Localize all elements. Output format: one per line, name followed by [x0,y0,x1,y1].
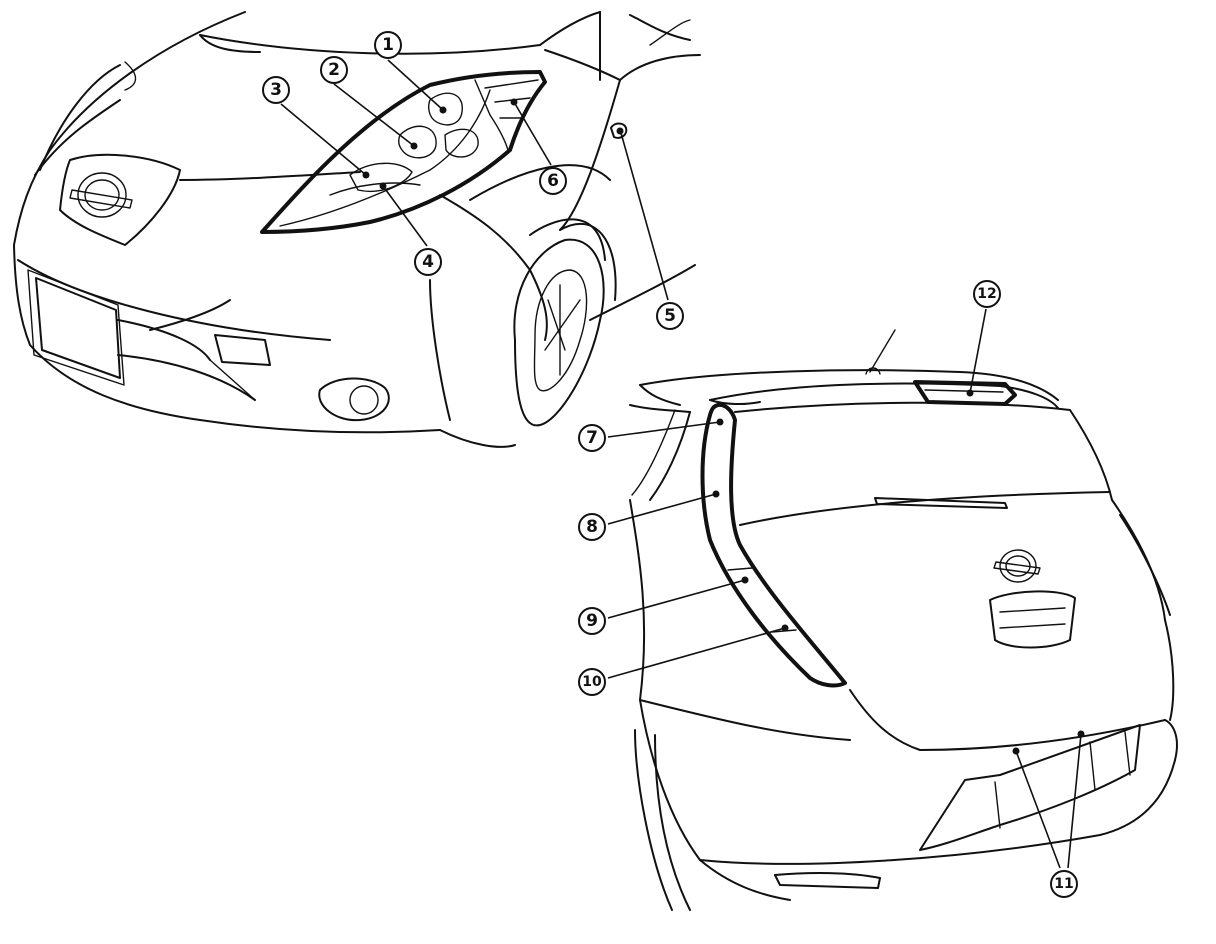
rear-view [629,329,1178,911]
callout-11-label: 11 [1054,876,1073,892]
callout-5-label: 5 [664,306,676,326]
callout-10: 10 [578,668,606,696]
callout-2-label: 2 [328,60,340,80]
callout-7: 7 [578,424,606,452]
callout-6-label: 6 [547,171,559,191]
front-view [13,11,701,448]
front-nissan-emblem-icon [69,172,133,218]
callout-4-label: 4 [422,252,434,272]
callout-7-label: 7 [586,428,598,448]
callout-10-label: 10 [582,674,602,690]
callout-8-label: 8 [586,517,598,537]
callout-6: 6 [539,167,567,195]
callout-9: 9 [578,607,606,635]
callout-2: 2 [320,56,348,84]
callout-12-label: 12 [977,286,996,302]
callout-12: 12 [973,280,1001,308]
callout-8: 8 [578,513,606,541]
callout-3-label: 3 [270,80,282,100]
rear-nissan-emblem-icon [993,549,1041,583]
callout-11: 11 [1050,870,1078,898]
callout-1-label: 1 [382,35,394,55]
callout-9-label: 9 [586,611,598,631]
callout-5: 5 [656,302,684,330]
callout-4: 4 [414,248,442,276]
callout-1: 1 [374,31,402,59]
callout-3: 3 [262,76,290,104]
leaders [280,59,1085,869]
